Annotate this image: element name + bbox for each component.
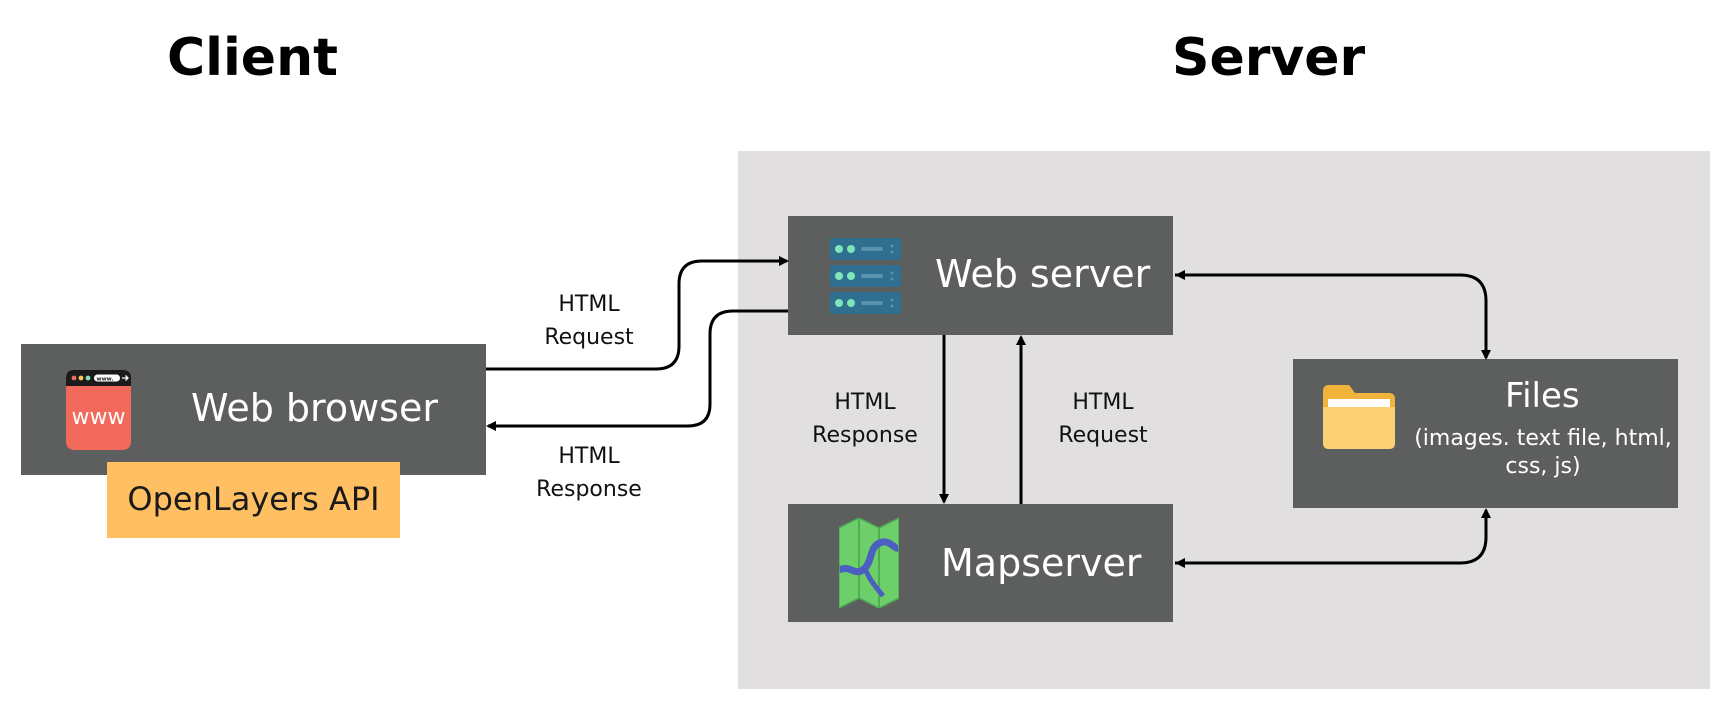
arrow-mapserver-to-files <box>1175 508 1491 565</box>
arrowhead-mapserver <box>1175 558 1185 568</box>
arrow-webserver-to-files <box>1175 273 1491 360</box>
edge-label-line: Response <box>536 477 642 502</box>
files-sublabel-line2: css, js) <box>1505 454 1581 479</box>
folder-icon <box>1323 385 1395 449</box>
web-server-label: Web server <box>935 252 1151 296</box>
edge-label-line: Response <box>812 423 918 448</box>
server-heading: Server <box>1172 28 1366 88</box>
files-label: Files <box>1505 376 1580 416</box>
files-sublabel: (images. text file, html, css, js) <box>1408 425 1678 481</box>
arrowhead-webserver <box>1175 270 1185 280</box>
edge-label-line: Request <box>544 325 634 350</box>
openlayers-api-node: OpenLayers API <box>107 462 400 538</box>
edge-label-mapserver-to-webserver: HTML Request <box>1028 386 1178 452</box>
edge-label-line: HTML <box>558 292 620 317</box>
mapserver-label: Mapserver <box>941 541 1142 585</box>
files-node: Files (images. text file, html, css, js) <box>1293 359 1678 508</box>
edge-label-webserver-to-browser: HTML Response <box>514 440 664 506</box>
openlayers-api-label: OpenLayers API <box>127 480 380 518</box>
files-sublabel-line1: (images. text file, html, <box>1414 426 1672 451</box>
svg-text:www: www <box>72 405 126 430</box>
web-server-node: Web server <box>788 216 1173 335</box>
edge-label-line: HTML <box>834 390 896 415</box>
web-browser-label: Web browser <box>191 386 438 430</box>
arrow-browser-to-webserver <box>486 256 789 371</box>
edge-label-line: Request <box>1058 423 1148 448</box>
client-heading: Client <box>167 28 338 88</box>
edge-label-line: HTML <box>558 444 620 469</box>
web-browser-node: www. www Web browser <box>21 344 486 475</box>
edge-label-line: HTML <box>1072 390 1134 415</box>
server-rack-icon <box>830 238 901 314</box>
arrow-webserver-to-browser <box>486 309 788 431</box>
edge-label-browser-to-webserver: HTML Request <box>514 288 664 354</box>
svg-text:www.: www. <box>97 377 114 383</box>
edge-label-webserver-to-mapserver: HTML Response <box>790 386 940 452</box>
folded-map-icon <box>837 516 901 610</box>
browser-www-icon: www. www <box>66 370 131 450</box>
mapserver-node: Mapserver <box>788 504 1173 622</box>
